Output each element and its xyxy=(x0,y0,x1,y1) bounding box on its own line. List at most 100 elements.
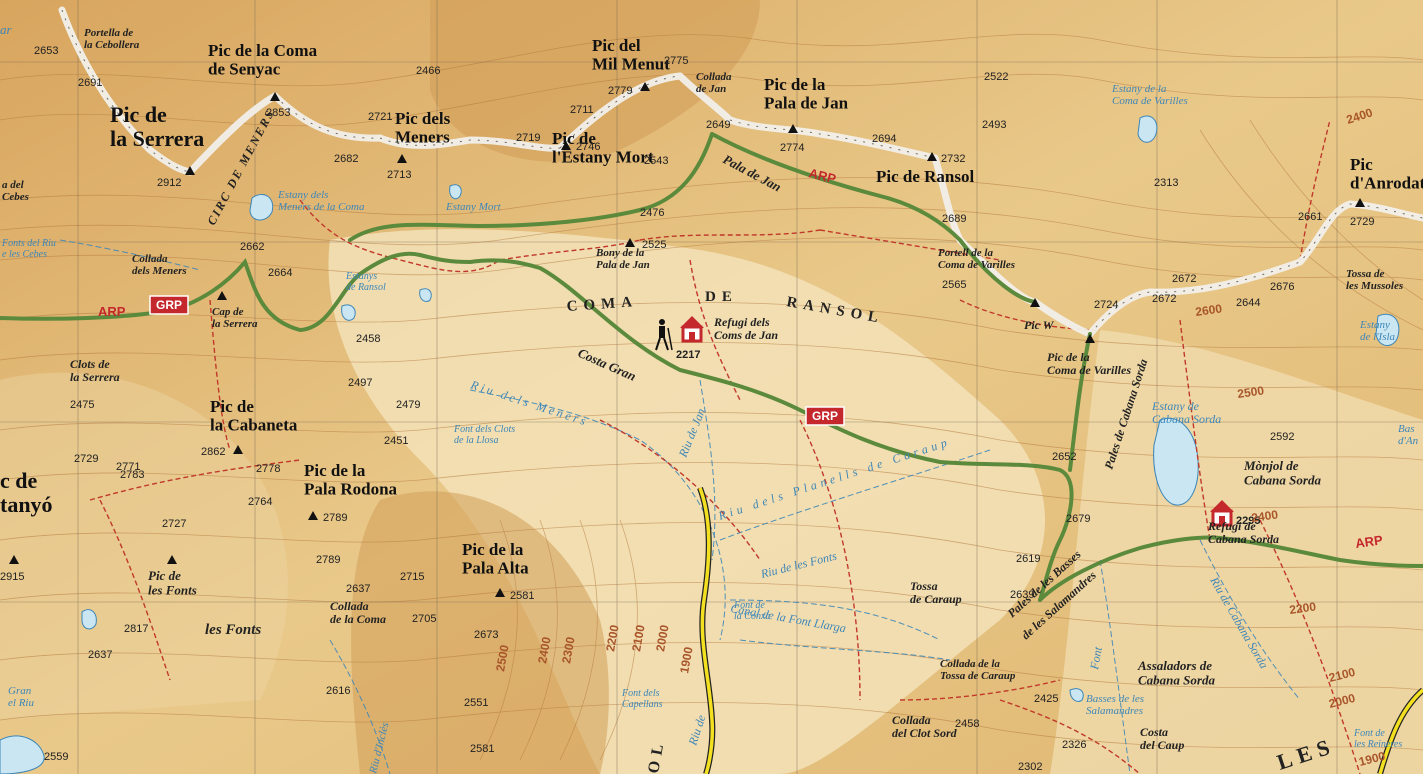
peak-triangle xyxy=(9,555,19,564)
grp-badges xyxy=(149,295,845,426)
spot-height: 2326 xyxy=(1062,739,1086,751)
refuge-cabana-sorda-icon xyxy=(1210,500,1234,527)
peak-label-line: Pic de xyxy=(110,102,167,127)
region-coma: COMA xyxy=(566,294,638,315)
high-ground-north xyxy=(430,0,760,162)
peak-altitude: 2581 xyxy=(510,590,534,602)
valley-cabana-sorda xyxy=(1050,330,1423,774)
spot-height: 2458 xyxy=(356,333,380,345)
peak-label-line: de Senyac xyxy=(208,60,281,79)
contour-label: 2400 xyxy=(1250,507,1279,525)
spot-height: 2302 xyxy=(1018,761,1042,773)
grp-badge xyxy=(805,406,845,426)
spot-height: 2705 xyxy=(412,613,436,625)
place-label: Pic W xyxy=(1024,318,1055,332)
place-label-line: Portell de la xyxy=(938,247,993,259)
refuge-altitude: 2295 xyxy=(1236,515,1260,527)
water-label-line: Estany de xyxy=(1151,399,1200,413)
ol-label: OL xyxy=(645,737,668,774)
spot-height: 2672 xyxy=(1152,293,1176,305)
peak-triangle xyxy=(308,511,318,520)
refuge-label-line: Coms de Jan xyxy=(714,328,778,342)
font-label: Font xyxy=(1087,645,1105,671)
water-label-line: Estanys xyxy=(345,271,377,282)
spot-height: 2662 xyxy=(240,241,264,253)
spot-height: 2425 xyxy=(1034,693,1058,705)
contour-label: 2100 xyxy=(1327,665,1357,685)
water-label-line: Font de xyxy=(1353,728,1385,739)
place-label-line: del Caup xyxy=(1140,738,1184,752)
water-label-line: Estany xyxy=(1359,319,1390,331)
place-label-line: Colladа de la xyxy=(940,658,1000,670)
spot-height: 2565 xyxy=(942,279,966,291)
place-label-line: a del xyxy=(2,179,25,191)
spot-height: 2721 xyxy=(368,111,392,123)
refuge-altitude: 2217 xyxy=(676,349,700,361)
arp-label: ARP xyxy=(1354,532,1384,551)
place-label-line: Costa xyxy=(1140,725,1168,739)
refuge-label-line: Refugi de xyxy=(1207,519,1256,533)
contour-label: 2100 xyxy=(629,623,647,652)
water-label-line: Salamandres xyxy=(1086,705,1143,717)
spot-height: 2497 xyxy=(348,377,372,389)
peak-triangle xyxy=(185,166,195,175)
refuge-icons xyxy=(655,316,1234,527)
peak-label-line: Pic del xyxy=(592,36,641,55)
lake-isla xyxy=(1375,313,1400,346)
spot-height: 2775 xyxy=(664,55,688,67)
water-label-line: Estany de la xyxy=(1111,83,1167,95)
spot-height: 2719 xyxy=(516,132,540,144)
contour-label: 2500 xyxy=(493,643,511,672)
contour-labels: 2400260025002400220021002000190023002400… xyxy=(493,105,1387,769)
spot-height: 2724 xyxy=(1094,299,1118,311)
high-ground-south xyxy=(351,491,609,774)
water-label: Estany Mort xyxy=(445,201,502,213)
place-label-line: Pic de xyxy=(148,568,181,583)
water-label-line: de l'Isla xyxy=(1360,331,1396,343)
place-upright-label-line: les Fonts xyxy=(205,622,261,638)
spot-height: 2673 xyxy=(474,629,498,641)
place-label-line: Tossa de Caraup xyxy=(940,670,1016,682)
place-upright-label-line: Mònjol de xyxy=(1243,458,1299,473)
spot-height: 2543 xyxy=(644,155,668,167)
peak-label: Pic de Ransol xyxy=(876,167,975,186)
water-label-line: e les Cebes xyxy=(2,249,47,260)
peak-altitude: 2713 xyxy=(387,169,411,181)
spot-height: 2664 xyxy=(268,267,292,279)
place-label-line: Colladа xyxy=(330,599,369,613)
contour-label: 2300 xyxy=(559,635,577,664)
water-label-line: de Ransol xyxy=(346,282,386,293)
peak-label-line: Pic xyxy=(1350,155,1373,174)
peak-altitude: 2779 xyxy=(608,85,632,97)
spot-height: 2559 xyxy=(44,751,68,763)
place-label-line: Coma de Varilles xyxy=(1047,363,1131,377)
peak-triangle xyxy=(1030,298,1040,307)
spot-height: 2771 xyxy=(116,461,140,473)
peak-triangle xyxy=(788,124,798,133)
spot-height: 2783 xyxy=(120,469,144,481)
spot-height: 2689 xyxy=(942,213,966,225)
